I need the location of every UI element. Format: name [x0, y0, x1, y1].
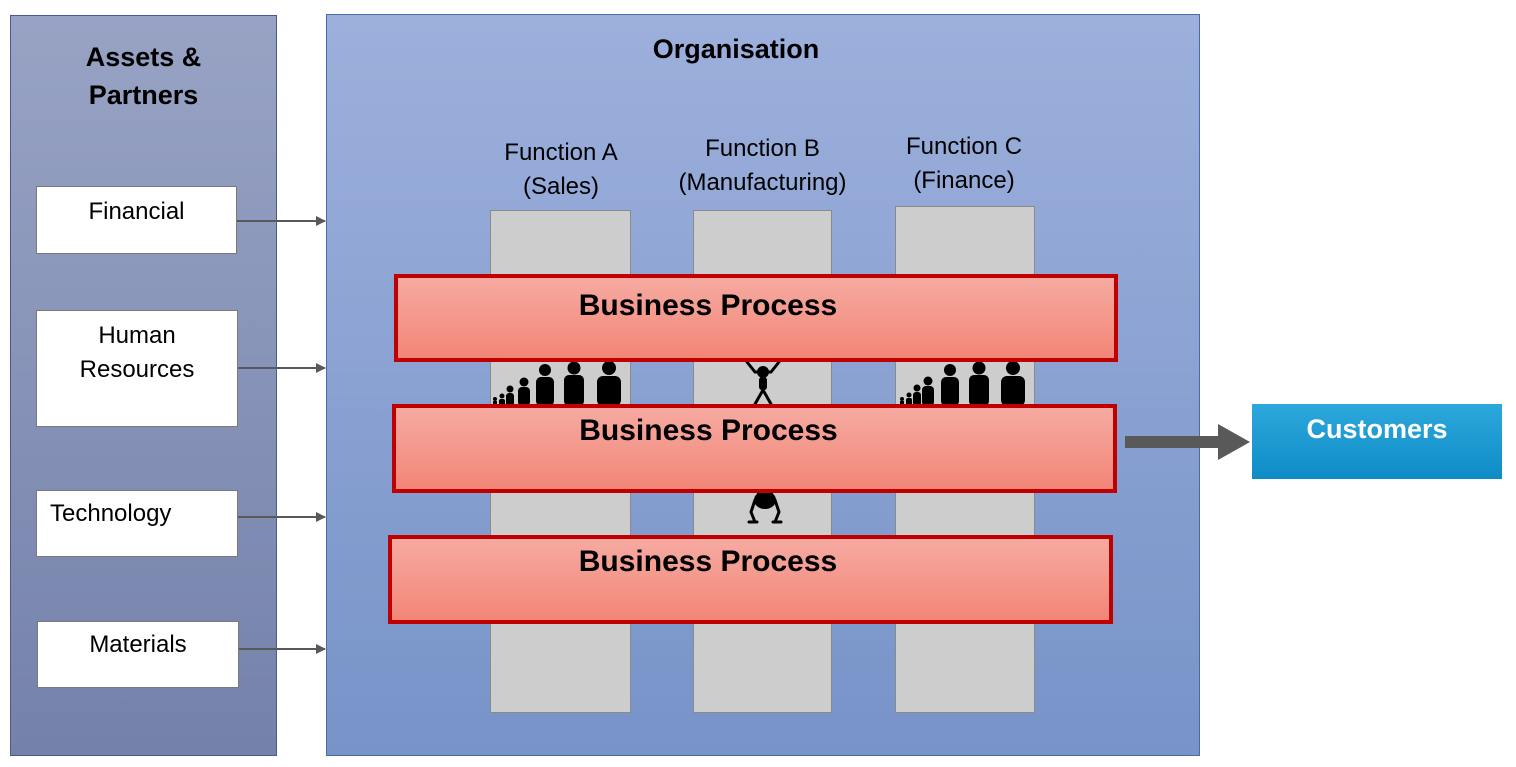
people-group-icon — [493, 361, 621, 406]
business-process-3-label: Business Process — [578, 545, 838, 578]
function-c-label: Function C (Finance) — [905, 133, 1023, 194]
business-process-2 — [392, 404, 1117, 493]
function-a-label: Function A (Sales) — [504, 139, 618, 200]
asset-materials: Materials — [37, 621, 239, 688]
organisation-title: Organisation — [652, 34, 820, 64]
business-process-1-label: Business Process — [578, 289, 838, 322]
business-process-1 — [394, 274, 1118, 362]
business-process-3 — [388, 535, 1113, 624]
people-group-icon — [900, 361, 1025, 406]
assets-title: Assets & Partners — [85, 42, 202, 110]
asset-human-resources: Human Resources — [36, 310, 238, 427]
customers-box — [1252, 404, 1502, 479]
person-crouching-icon — [747, 488, 783, 524]
asset-financial: Financial — [36, 186, 237, 254]
person-lifting-icon — [745, 360, 781, 406]
asset-technology: Technology — [36, 490, 238, 557]
business-process-2-label: Business Process — [579, 414, 838, 447]
function-b-label: Function B (Manufacturing) — [678, 135, 847, 196]
customers-label: Customers — [1306, 414, 1448, 444]
